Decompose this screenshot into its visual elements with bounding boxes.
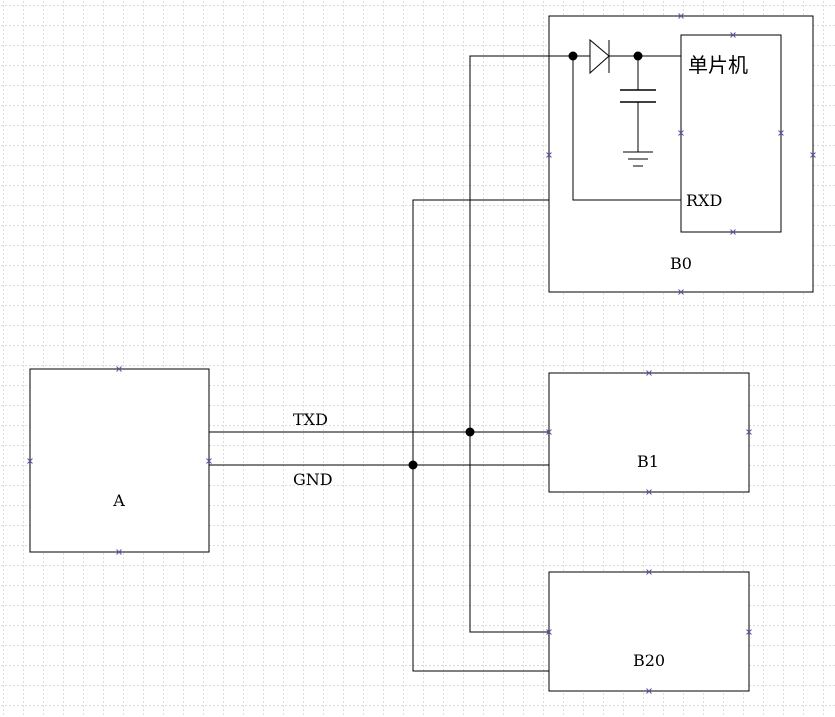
- wire-gnd: [209, 199, 549, 672]
- block-b20[interactable]: B20: [548, 571, 750, 692]
- port-marker-icon: [778, 130, 784, 136]
- gnd-label: GND: [293, 470, 333, 489]
- port-marker-icon: [730, 32, 736, 38]
- junction-dot-icon: [408, 51, 643, 470]
- port-marker-icon: [746, 629, 752, 635]
- port-marker-icon: [646, 370, 652, 376]
- port-marker-icon: [27, 458, 33, 464]
- mcu-block[interactable]: 单片机 RXD: [680, 34, 782, 233]
- port-marker-icon: [116, 549, 122, 555]
- port-marker-icon: [810, 152, 816, 158]
- block-b1-label: B1: [637, 452, 659, 471]
- port-marker-icon: [546, 152, 552, 158]
- port-marker-icon: [646, 569, 652, 575]
- block-b1[interactable]: B1: [548, 372, 750, 493]
- port-marker-icon: [678, 13, 684, 19]
- txd-label: TXD: [293, 410, 328, 429]
- port-markers: [27, 13, 816, 694]
- mcu-label: 单片机: [688, 53, 748, 77]
- port-marker-icon: [646, 489, 652, 495]
- port-marker-icon: [206, 458, 212, 464]
- capacitor-icon: [620, 89, 656, 103]
- port-marker-icon: [646, 688, 652, 694]
- port-marker-icon: [730, 229, 736, 235]
- ground-icon: [623, 151, 653, 167]
- diode-icon: [589, 38, 610, 75]
- block-b0-label: B0: [670, 254, 692, 273]
- block-b20-label: B20: [633, 651, 665, 670]
- block-a-label: A: [112, 491, 125, 510]
- junction-dot-icon: [633, 51, 643, 61]
- port-marker-icon: [546, 629, 552, 635]
- rxd-label: RXD: [686, 191, 722, 210]
- block-a[interactable]: A: [29, 368, 210, 553]
- internal-circuit: [549, 55, 681, 201]
- wire-txd: [209, 55, 549, 633]
- junction-dot-icon: [408, 460, 418, 470]
- port-marker-icon: [546, 429, 552, 435]
- port-marker-icon: [678, 289, 684, 295]
- port-marker-icon: [116, 366, 122, 372]
- port-marker-icon: [678, 130, 684, 136]
- junction-dot-icon: [465, 427, 475, 437]
- port-marker-icon: [746, 429, 752, 435]
- junction-dot-icon: [568, 51, 578, 61]
